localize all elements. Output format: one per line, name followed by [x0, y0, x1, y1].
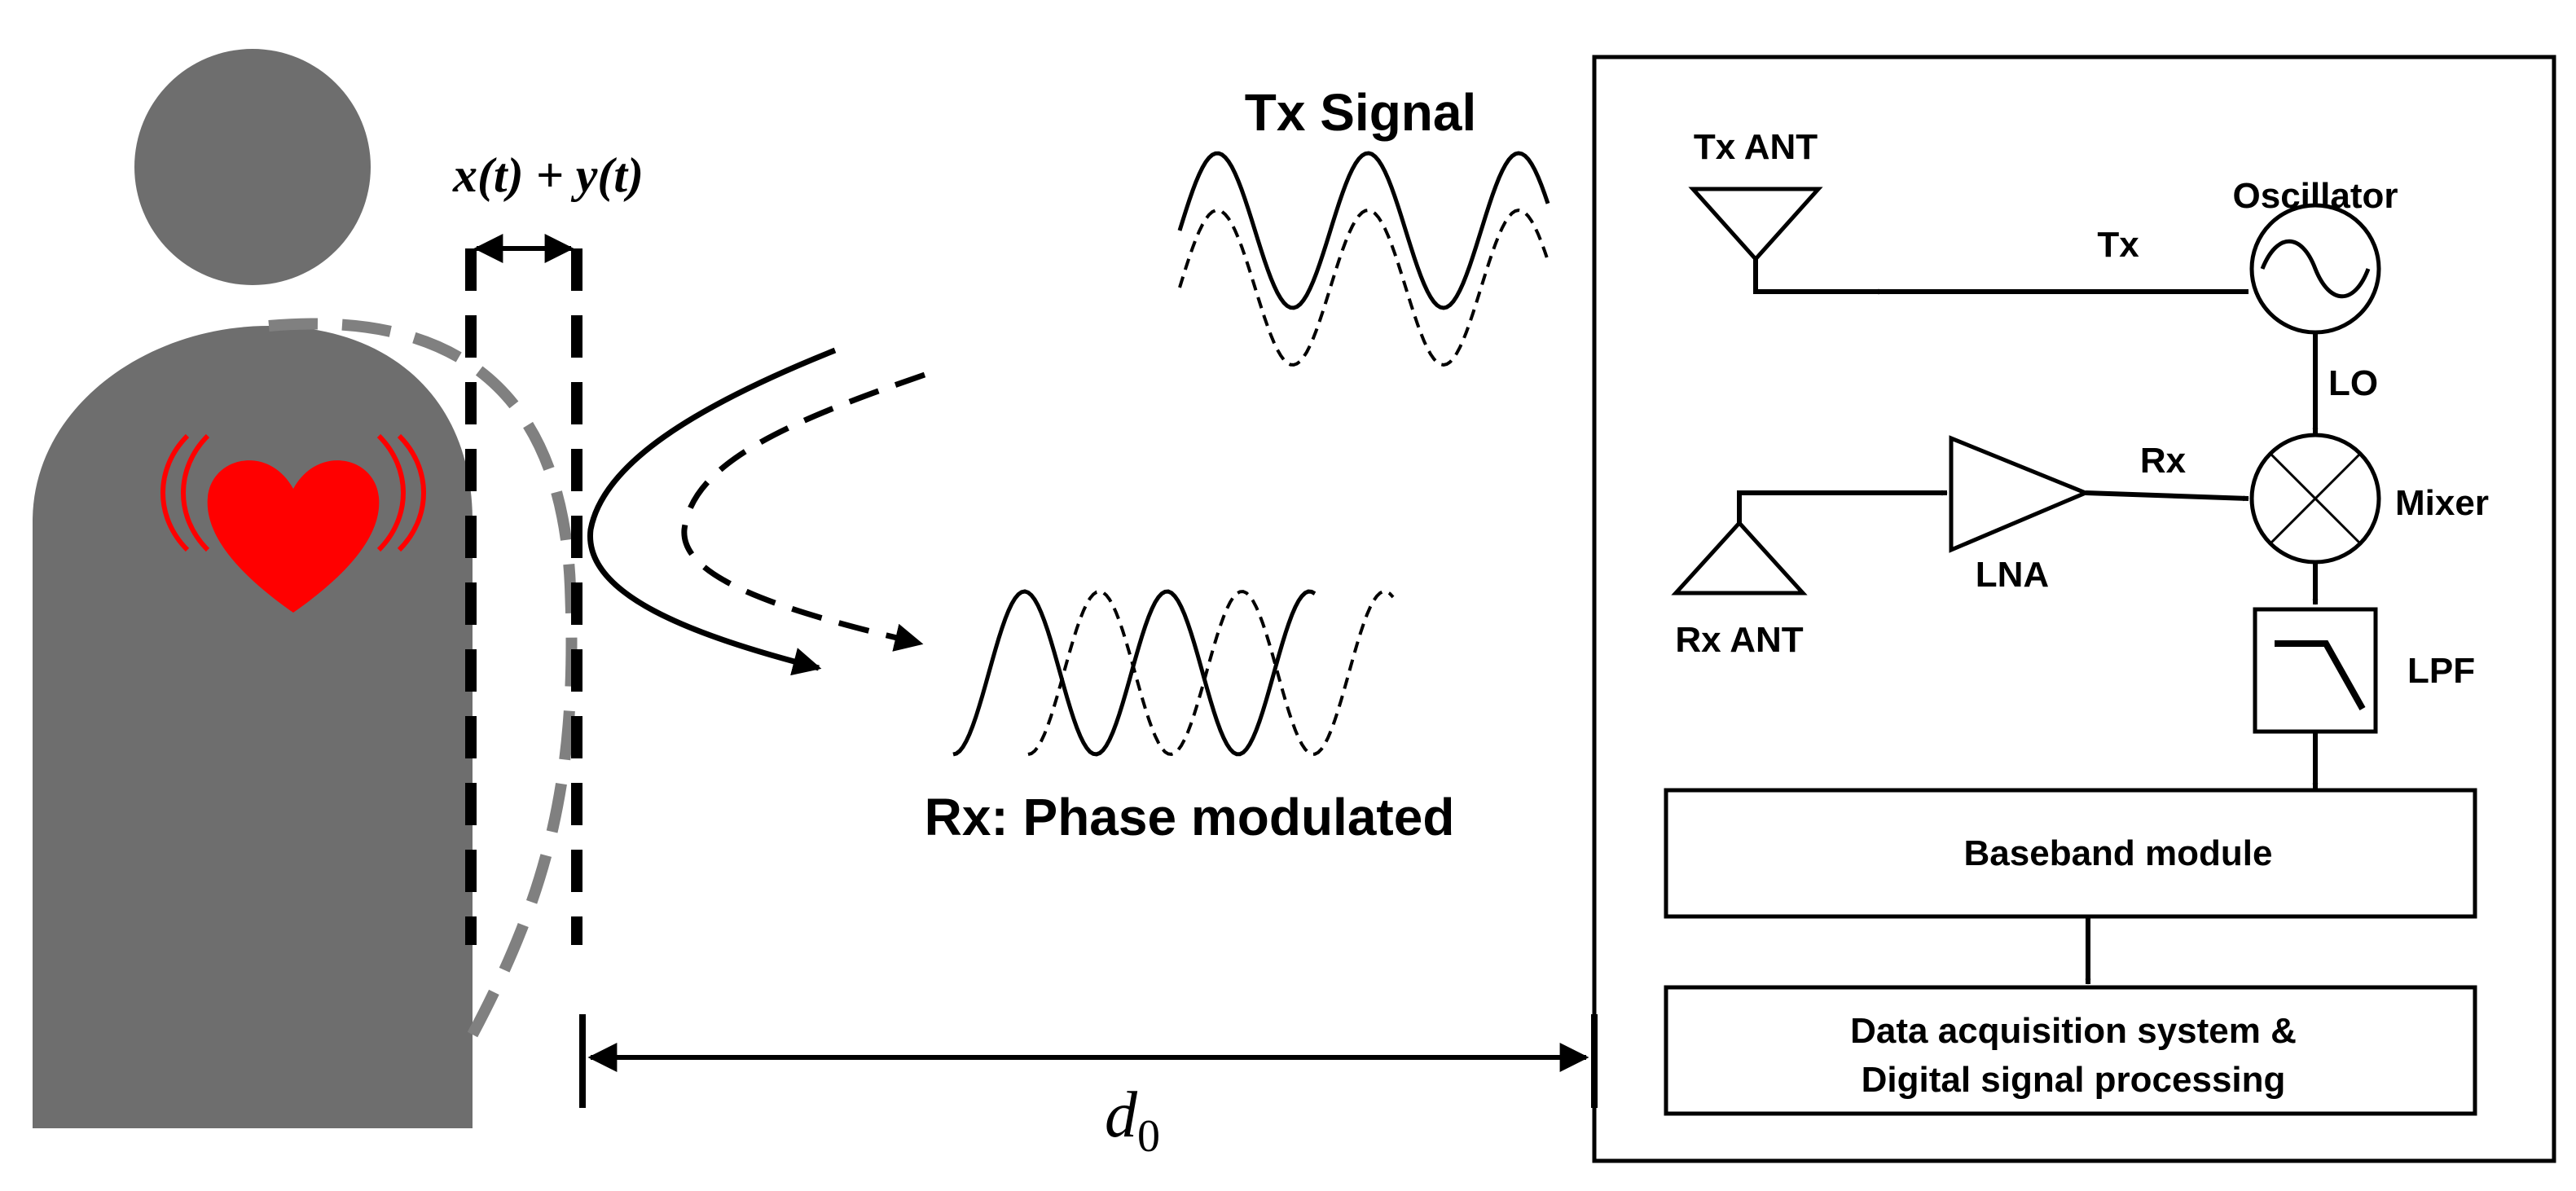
lna-amplifier-icon	[1949, 435, 2091, 553]
person-head	[134, 49, 371, 285]
lpf-label: LPF	[2407, 651, 2475, 691]
radar-system-box	[1592, 55, 2556, 1163]
reflected-wave-arrows	[587, 347, 926, 676]
rx-feed-line	[1737, 490, 1948, 523]
baseband-module-label: Baseband module	[1964, 833, 2273, 873]
displacement-label: x(t) + y(t)	[452, 148, 644, 202]
distance-label: d0	[1105, 1079, 1160, 1162]
reflection-solid-arrow	[587, 347, 837, 676]
rx-ant-label: Rx ANT	[1675, 620, 1803, 660]
reflection-dashed-arrow	[681, 371, 926, 652]
tx-path-label: Tx	[2097, 225, 2139, 265]
rx-signal-waves	[952, 589, 1395, 757]
baseband-module-box	[1664, 788, 2477, 919]
tx-signal-waves	[1177, 151, 1550, 367]
daq-line2: Digital signal processing	[1862, 1060, 2286, 1100]
lna-label: LNA	[1976, 555, 2049, 595]
tx-ant-label: Tx ANT	[1694, 127, 1818, 167]
rx-path-arrow	[2085, 490, 2249, 502]
tx-wave-dashed	[1178, 208, 1550, 367]
rx-antenna-icon	[1671, 520, 1808, 596]
lpf-box	[2253, 607, 2378, 734]
chest-wall-motion-curve	[268, 318, 578, 1038]
heart-icon	[207, 460, 380, 613]
daq-dsp-box	[1664, 985, 2477, 1116]
rx-path-label: Rx	[2140, 441, 2187, 481]
tx-wave-solid	[1177, 151, 1550, 310]
distance-indicator	[579, 1014, 1598, 1108]
rx-signal-label: Rx: Phase modulated	[925, 788, 1455, 846]
rx-wave-dashed	[1027, 589, 1395, 756]
oscillator-sine-icon	[2260, 239, 2371, 299]
tx-feed-line	[1753, 259, 2249, 294]
heartbeat-waves-icon	[160, 433, 426, 552]
lowpass-filter-icon	[2275, 640, 2366, 710]
daq-line1: Data acquisition system &	[1850, 1011, 2297, 1051]
lo-label: LO	[2328, 363, 2378, 403]
tx-antenna-icon	[1688, 187, 1823, 262]
rx-wave-solid	[952, 589, 1317, 757]
mixer-label: Mixer	[2395, 483, 2489, 523]
displacement-indicator	[465, 234, 582, 945]
tx-signal-label: Tx Signal	[1245, 83, 1477, 142]
person-silhouette	[33, 49, 473, 1128]
